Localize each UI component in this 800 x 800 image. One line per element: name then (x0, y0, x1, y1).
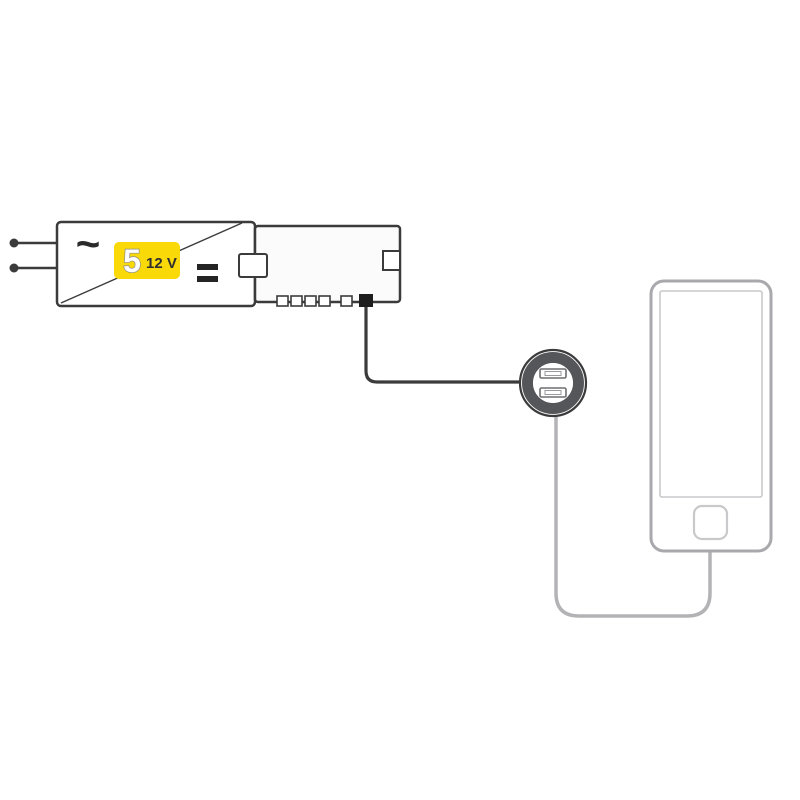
connector-notch-right (382, 250, 401, 271)
phone-charging-cable (554, 410, 712, 618)
phone-body (649, 279, 773, 553)
ac-input-wires (9, 238, 57, 273)
socket-ring (522, 352, 584, 414)
ac-terminal-bottom-dot (9, 263, 19, 273)
smartphone (649, 279, 773, 553)
usb-socket (518, 348, 588, 418)
ac-symbol: ~ (76, 220, 101, 267)
dc-bar-bottom (197, 276, 218, 282)
usb-port-tongue (544, 371, 562, 376)
voltage-badge (114, 242, 180, 279)
socket-supply-wire (364, 298, 522, 384)
badge-number: 5 (123, 243, 141, 279)
power-supply-unit: ~ 5 12 V (55, 220, 257, 308)
wire-plug-connector (359, 294, 373, 307)
connector-pin (290, 295, 303, 307)
home-button (692, 504, 729, 541)
driver-body (253, 224, 402, 304)
connector-tab-left (238, 253, 268, 278)
usb-port-bottom-icon (539, 387, 567, 398)
usb-port-tongue (544, 390, 562, 395)
dc-symbol-icon (197, 264, 218, 282)
output-connector-pins (276, 295, 353, 307)
driver-module (238, 224, 402, 307)
usb-port-top-icon (539, 368, 567, 379)
connector-pin (318, 295, 331, 307)
dc-bar-top (197, 264, 218, 270)
connector-pin (276, 295, 289, 307)
phone-screen (659, 290, 763, 498)
connector-pin (340, 295, 353, 307)
ac-terminal-top-dot (9, 238, 19, 248)
connector-pin (304, 295, 317, 307)
badge-voltage: 12 V (146, 255, 177, 272)
